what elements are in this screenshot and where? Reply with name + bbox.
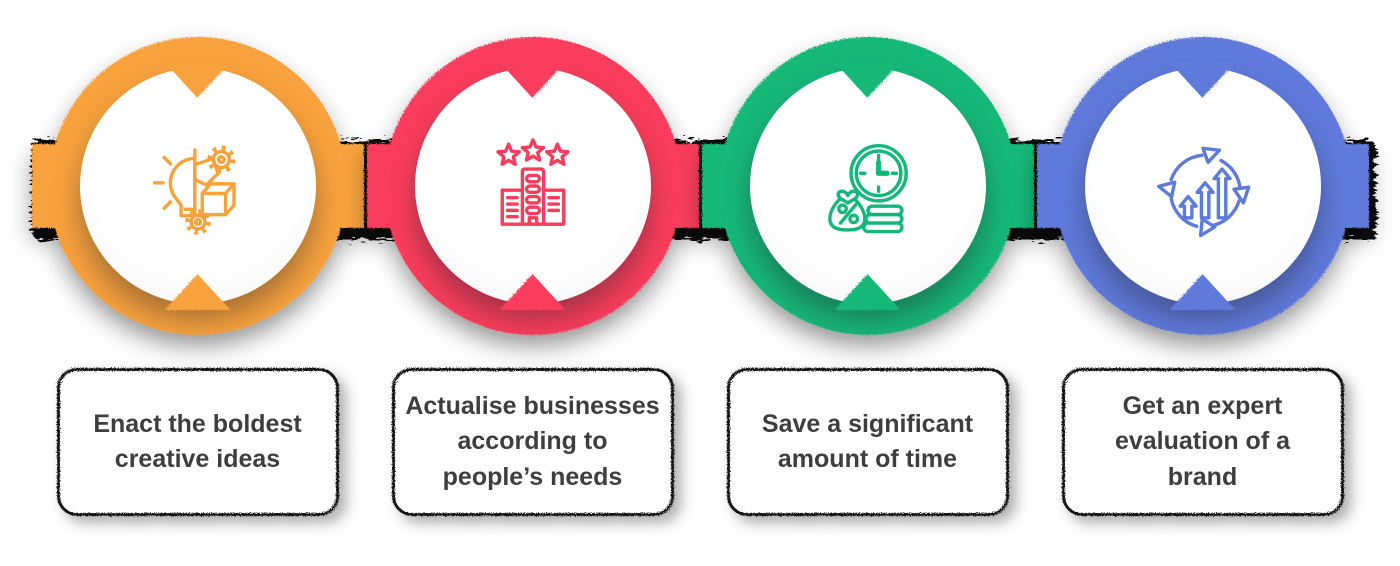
label-line: evaluation of a [1114,427,1291,456]
label-line: people’s needs [442,462,623,491]
card-face [1061,368,1344,516]
step-1-label: Enact the boldest creative ideas [93,407,301,478]
step-3-label: Save a significant amount of time [762,407,973,478]
time-money-icon [827,144,908,234]
step-2-label: Actualise businesses according to people… [405,389,659,496]
step-1-circle [31,37,364,335]
circle-face [1084,68,1321,304]
label-line: Actualise businesses [405,391,660,420]
label-line: Save a significant [761,409,974,438]
step-3-card: Save a significant amount of time [726,368,1009,516]
circle-face [749,68,986,304]
step-4-label: Get an expert evaluation of a brand [1115,389,1290,496]
idea-gears-icon [152,145,236,235]
label-line: amount of time [777,445,958,473]
step-3: Save a significant amount of time [700,0,1035,516]
circle-face [79,68,316,304]
label-line: Enact the boldest [93,409,302,438]
step-1-card: Enact the boldest creative ideas [56,368,339,516]
step-2-circle [366,37,699,335]
label-line: creative ideas [114,445,281,473]
step-4-card: Get an expert evaluation of a brand [1061,368,1344,516]
step-4-circle [1036,37,1369,335]
circle-face [414,68,651,304]
label-line: Get an expert [1122,391,1283,420]
card-face [391,368,674,516]
label-line: according to [457,427,608,456]
card-face [726,368,1009,516]
label-line: brand [1167,462,1238,491]
step-4: Get an expert evaluation of a brand [1035,0,1370,516]
step-2-card: Actualise businesses according to people… [391,368,674,516]
star-rated-business-icon [495,138,570,226]
growth-cycle-icon [1156,146,1250,238]
step-2: Actualise businesses according to people… [365,0,700,516]
card-face [56,368,339,516]
step-3-circle [701,37,1034,335]
step-1: Enact the boldest creative ideas [30,0,365,516]
